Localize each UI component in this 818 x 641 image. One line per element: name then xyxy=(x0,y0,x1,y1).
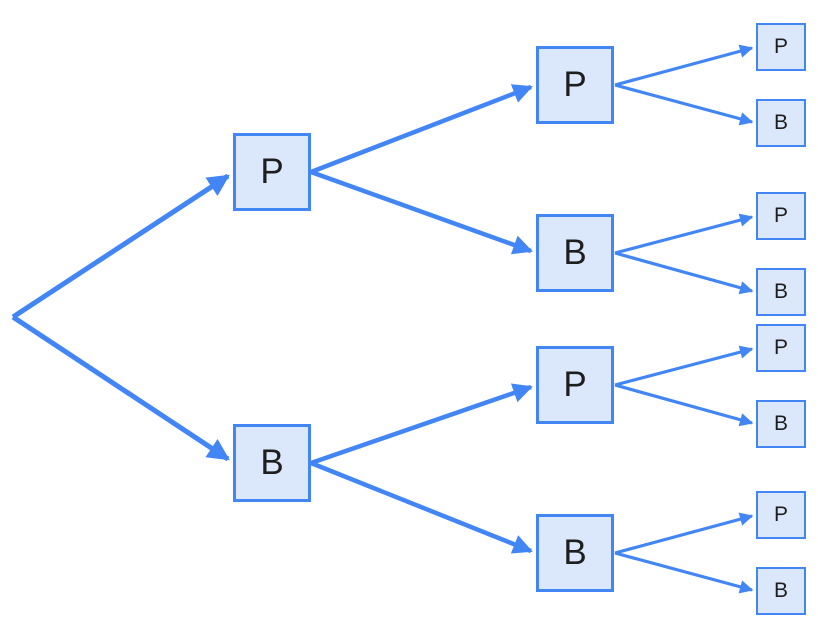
edge-pp-to-ppb xyxy=(614,83,754,126)
node-level2-pb: B xyxy=(536,214,614,292)
node-level1-b: B xyxy=(233,424,311,502)
root-branches xyxy=(11,173,230,462)
edge-b-to-bp xyxy=(310,383,533,466)
edge-pb-to-pbp xyxy=(614,213,754,255)
edge-pb-to-pbb xyxy=(614,251,754,295)
node-level2-bb: B xyxy=(536,514,614,592)
edge-bp-to-bpp xyxy=(614,345,754,387)
edge-bp-to-bpb xyxy=(614,383,754,427)
edge-bb-to-bbb xyxy=(614,551,754,594)
node-level3-pbb: B xyxy=(756,268,806,316)
node-level2-pp: P xyxy=(536,46,614,124)
node-level1-p: P xyxy=(233,133,311,211)
node-level2-bp: P xyxy=(536,346,614,424)
node-level3-ppp: P xyxy=(756,23,806,71)
edge-pp-to-ppp xyxy=(614,44,754,87)
edge-p-to-pb xyxy=(310,169,533,255)
edge-p-to-pp xyxy=(310,84,533,175)
level1-branches xyxy=(310,84,533,554)
node-level3-pbp: P xyxy=(756,192,806,240)
edge-root-to-p xyxy=(11,173,230,320)
node-level3-bbp: P xyxy=(756,491,806,539)
node-level3-bbb: B xyxy=(756,567,806,615)
node-level3-bpb: B xyxy=(756,400,806,448)
level2-branches xyxy=(614,44,754,594)
node-level3-bpp: P xyxy=(756,324,806,372)
edge-root-to-b xyxy=(11,314,230,462)
edge-bb-to-bbp xyxy=(614,512,754,555)
node-level3-ppb: B xyxy=(756,99,806,147)
edge-b-to-bb xyxy=(310,460,533,554)
